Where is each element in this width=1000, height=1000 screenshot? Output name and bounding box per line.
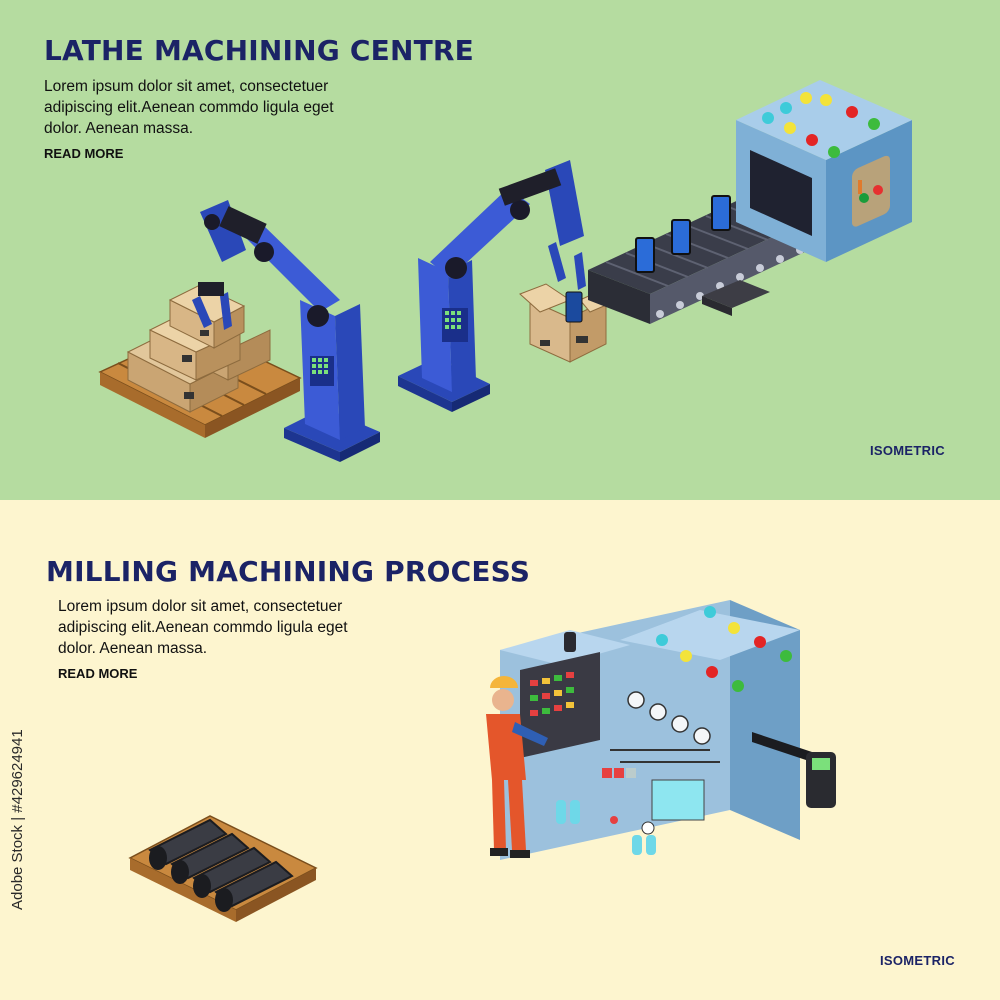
milling-isometric-tag: ISOMETRIC	[880, 953, 955, 968]
milling-read-more-link[interactable]: READ MORE	[58, 666, 138, 681]
stock-id-watermark: Adobe Stock | #429624941	[9, 729, 26, 910]
milling-banner: MILLING MACHINING PROCESS Lorem ipsum do…	[0, 500, 1000, 1000]
packing-machine	[736, 80, 912, 262]
pallet-with-pipes	[128, 815, 318, 922]
lathe-isometric-tag: ISOMETRIC	[870, 443, 945, 458]
milling-illustration	[128, 600, 836, 922]
milling-machine	[500, 600, 836, 860]
indicator-lights	[762, 92, 880, 158]
milling-title: MILLING MACHINING PROCESS	[46, 555, 531, 588]
lathe-illustration	[98, 80, 912, 462]
worker-figure	[486, 676, 548, 858]
milling-description: Lorem ipsum dolor sit amet, consectetuer…	[58, 598, 348, 657]
lathe-title: LATHE MACHINING CENTRE	[44, 34, 474, 67]
robot-arm-right	[398, 160, 586, 412]
pallet-with-boxes	[98, 284, 302, 438]
lathe-description: Lorem ipsum dolor sit amet, consectetuer…	[44, 78, 334, 137]
lathe-read-more-link[interactable]: READ MORE	[44, 146, 124, 161]
open-box	[519, 283, 619, 363]
lathe-banner: LATHE MACHINING CENTRE Lorem ipsum dolor…	[0, 0, 1000, 500]
robot-arm-left	[192, 200, 380, 462]
indicator-lights	[656, 606, 792, 692]
